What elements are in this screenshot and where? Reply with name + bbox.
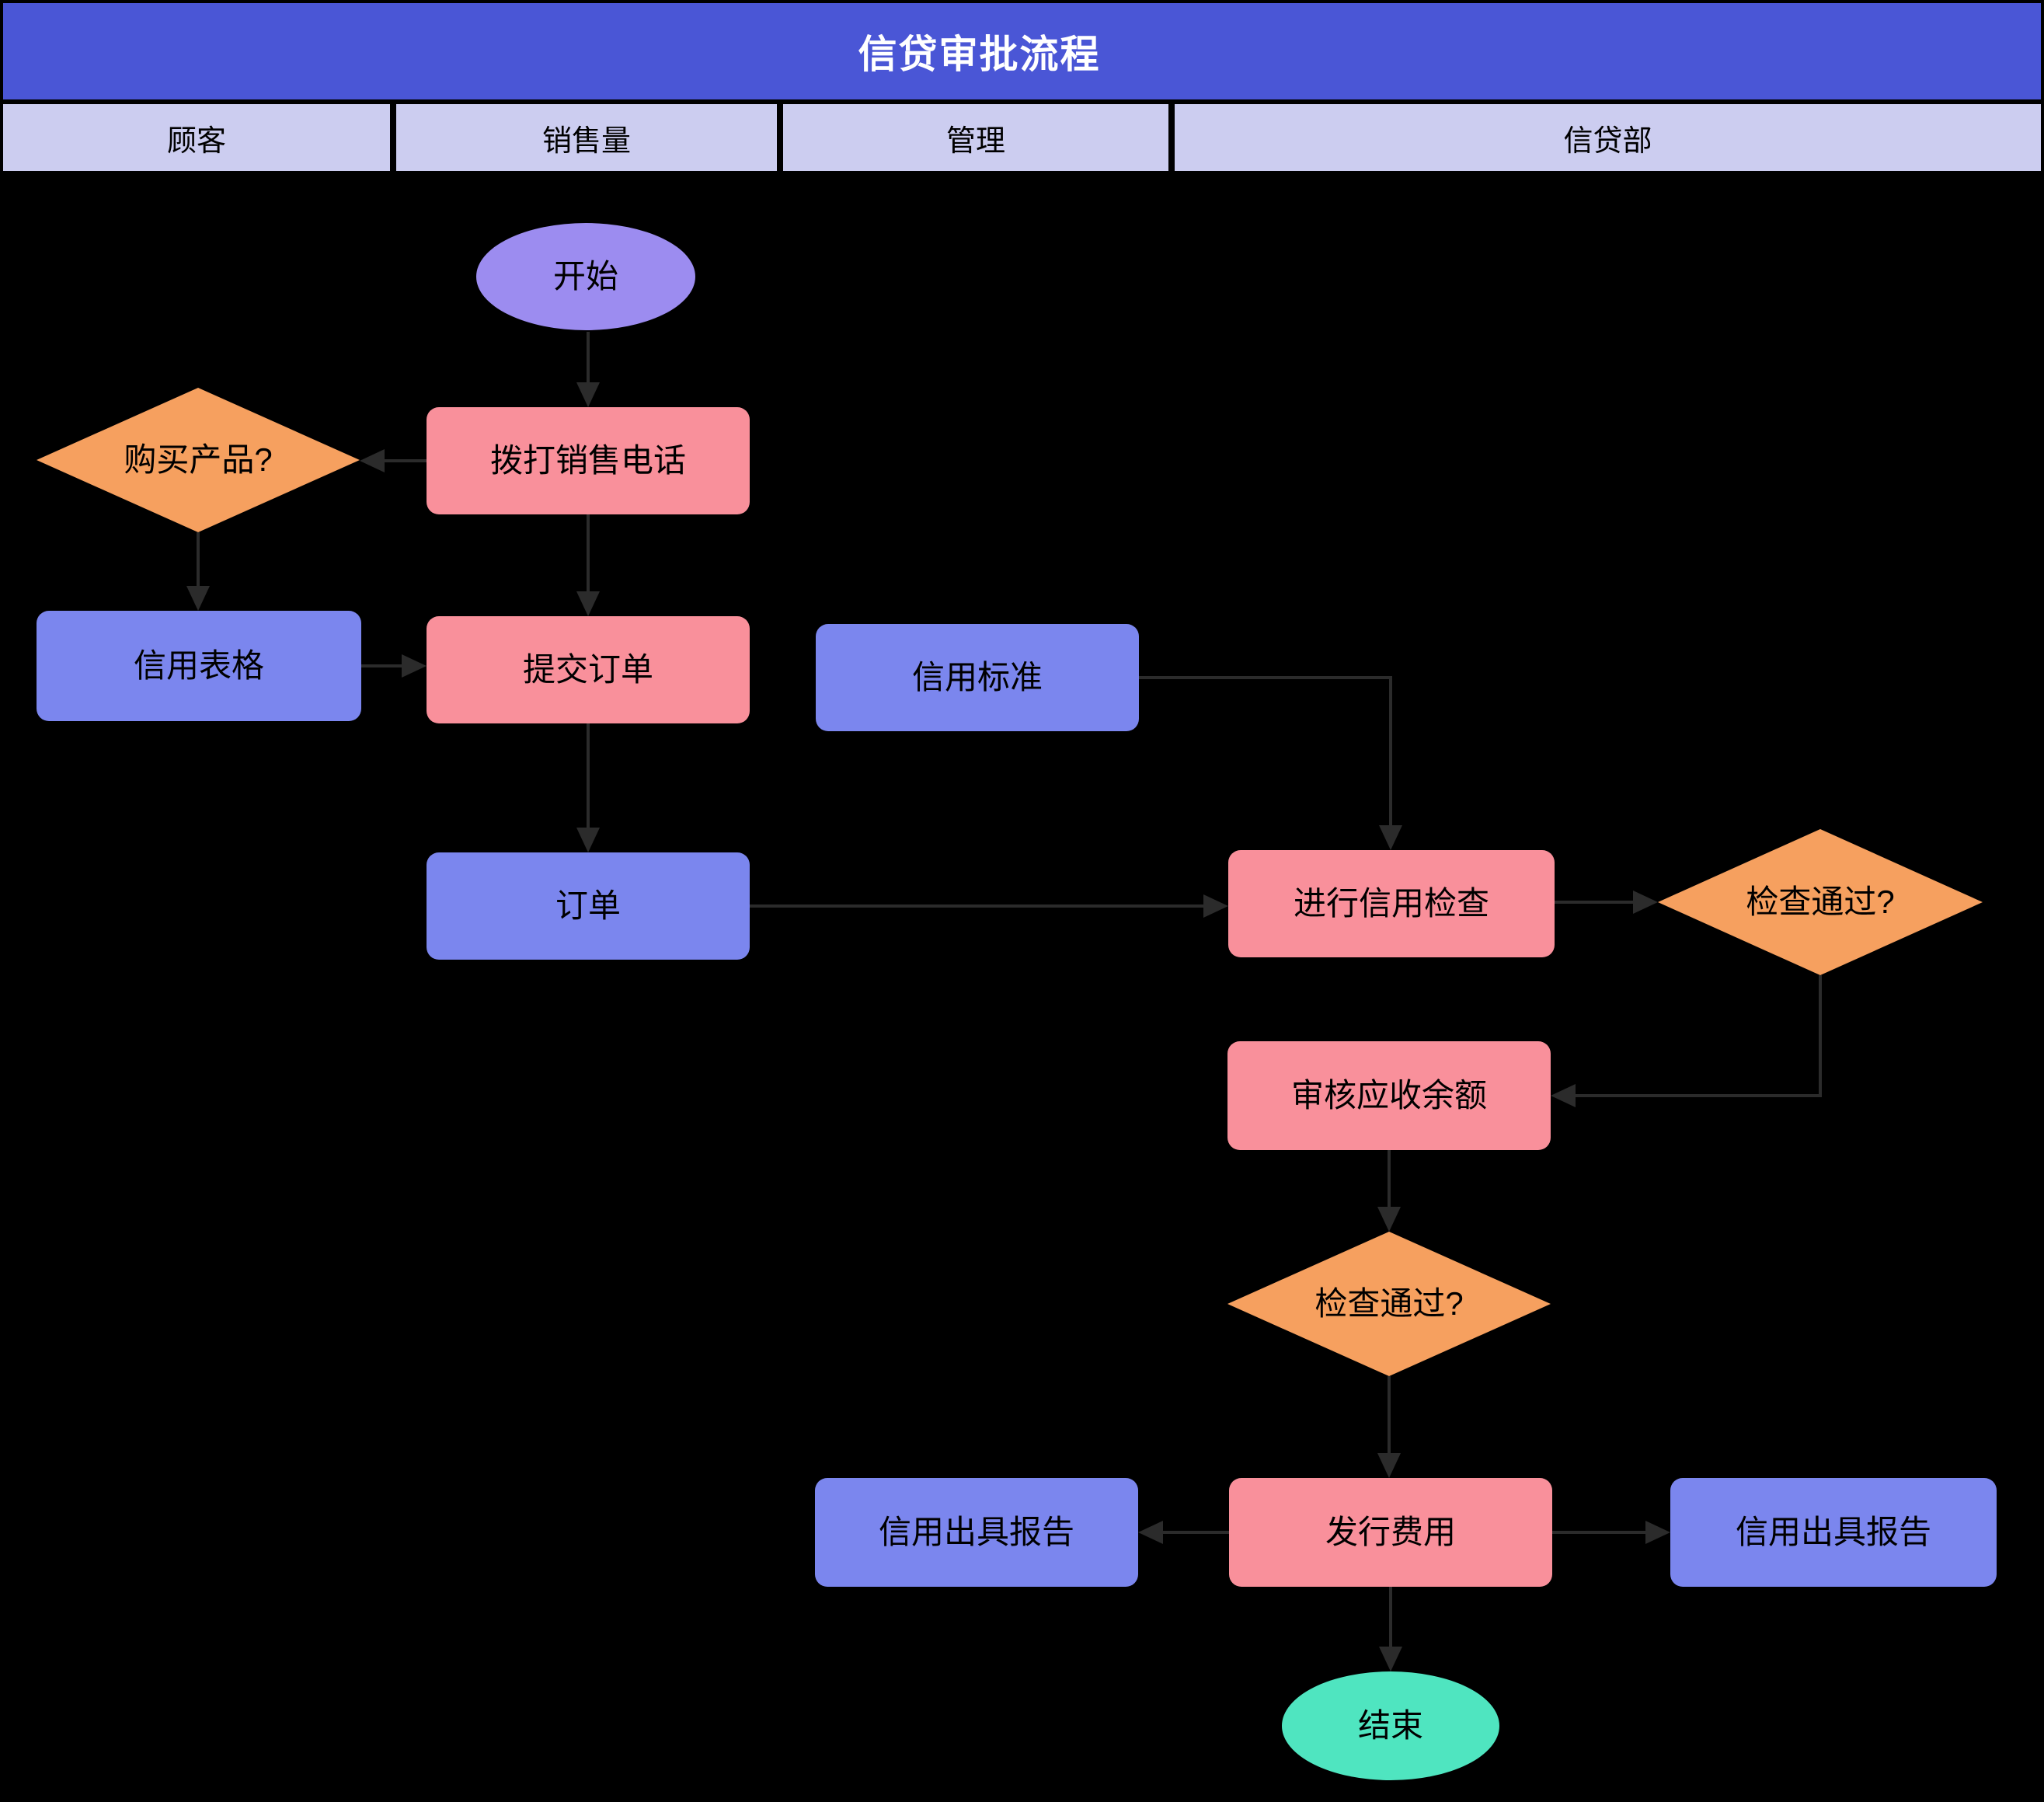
edge-arrowhead (360, 449, 385, 472)
edge-arrowhead (576, 591, 600, 616)
edge-line (361, 664, 405, 667)
lane-label: 管理 (945, 124, 1005, 158)
edge-line (1572, 1094, 1822, 1097)
node-start: 开始 (476, 223, 695, 330)
edge-line (1389, 1587, 1392, 1650)
edge-line (1160, 1531, 1229, 1534)
lane-header-management: 管理 (783, 104, 1168, 171)
node-credit-report-left: 信用出具报告 (815, 1478, 1138, 1587)
node-label: 审核应收余额 (1290, 1076, 1487, 1114)
edge-arrowhead (1379, 825, 1402, 850)
edge-line (587, 514, 590, 594)
lane-header-credit-dept: 信贷部 (1175, 104, 2041, 171)
node-submit-order: 提交订单 (427, 616, 750, 723)
edge-line (197, 532, 200, 589)
edge-arrowhead (1633, 891, 1658, 914)
edge-line (379, 459, 428, 462)
node-label: 拨打销售电话 (489, 441, 686, 479)
node-make-sales-call: 拨打销售电话 (427, 407, 750, 514)
lane-header-customer: 顾客 (3, 104, 390, 171)
edge-arrowhead (1203, 894, 1228, 918)
edge-arrowhead (1645, 1521, 1670, 1544)
edge-arrowhead (1551, 1084, 1576, 1107)
edge-arrowhead (186, 586, 210, 611)
node-label: 发行费用 (1325, 1513, 1456, 1550)
node-review-receivable-balance: 审核应收余额 (1227, 1041, 1551, 1150)
edge-arrowhead (1379, 1647, 1402, 1671)
node-label: 结束 (1357, 1706, 1423, 1744)
edge-line (1819, 975, 1822, 1097)
node-run-credit-check: 进行信用检查 (1228, 850, 1555, 957)
node-label: 购买产品? (124, 441, 273, 478)
edge-line (587, 723, 590, 829)
edge-line (1555, 901, 1636, 904)
lane-label: 顾客 (166, 124, 226, 158)
node-end: 结束 (1282, 1671, 1499, 1780)
node-label: 信用标准 (911, 658, 1043, 695)
chart-title: 信贷审批流程 (858, 33, 1101, 76)
node-buy-product-decision: 购买产品? (37, 388, 360, 532)
node-check-pass-decision-1: 检查通过? (1658, 829, 1983, 975)
edge-arrowhead (1377, 1207, 1401, 1232)
node-label: 开始 (552, 257, 618, 295)
edge-line (1139, 676, 1392, 679)
edge-line (1388, 1150, 1391, 1210)
node-label: 信用出具报告 (1735, 1513, 1931, 1550)
node-label: 提交订单 (522, 650, 653, 688)
node-label: 订单 (555, 887, 621, 924)
edge-line (750, 904, 1207, 908)
edge-arrowhead (402, 654, 427, 678)
edge-line (1552, 1531, 1649, 1534)
node-label: 检查通过? (1746, 883, 1895, 920)
node-label: 信用表格 (133, 647, 264, 684)
lane-header-sales: 销售量 (396, 104, 777, 171)
edge-arrowhead (1138, 1521, 1163, 1544)
chart-title-bar: 信贷审批流程 (3, 3, 2041, 99)
edge-arrowhead (576, 828, 600, 852)
edge-arrowhead (576, 382, 600, 407)
node-order: 订单 (427, 852, 750, 960)
node-credit-standard: 信用标准 (816, 624, 1139, 731)
lane-label: 信贷部 (1563, 124, 1652, 158)
node-label: 检查通过? (1314, 1284, 1464, 1322)
node-label: 进行信用检查 (1293, 884, 1489, 922)
edge-line (587, 332, 590, 386)
edge-arrowhead (1377, 1453, 1401, 1478)
node-check-pass-decision-2: 检查通过? (1227, 1232, 1551, 1376)
lane-label: 销售量 (541, 124, 631, 158)
edge-line (1388, 1376, 1391, 1456)
node-credit-form: 信用表格 (37, 611, 361, 721)
node-label: 信用出具报告 (878, 1513, 1074, 1550)
edge-line (1389, 676, 1392, 827)
node-credit-report-right: 信用出具报告 (1670, 1478, 1997, 1587)
node-issue-fee: 发行费用 (1229, 1478, 1552, 1587)
